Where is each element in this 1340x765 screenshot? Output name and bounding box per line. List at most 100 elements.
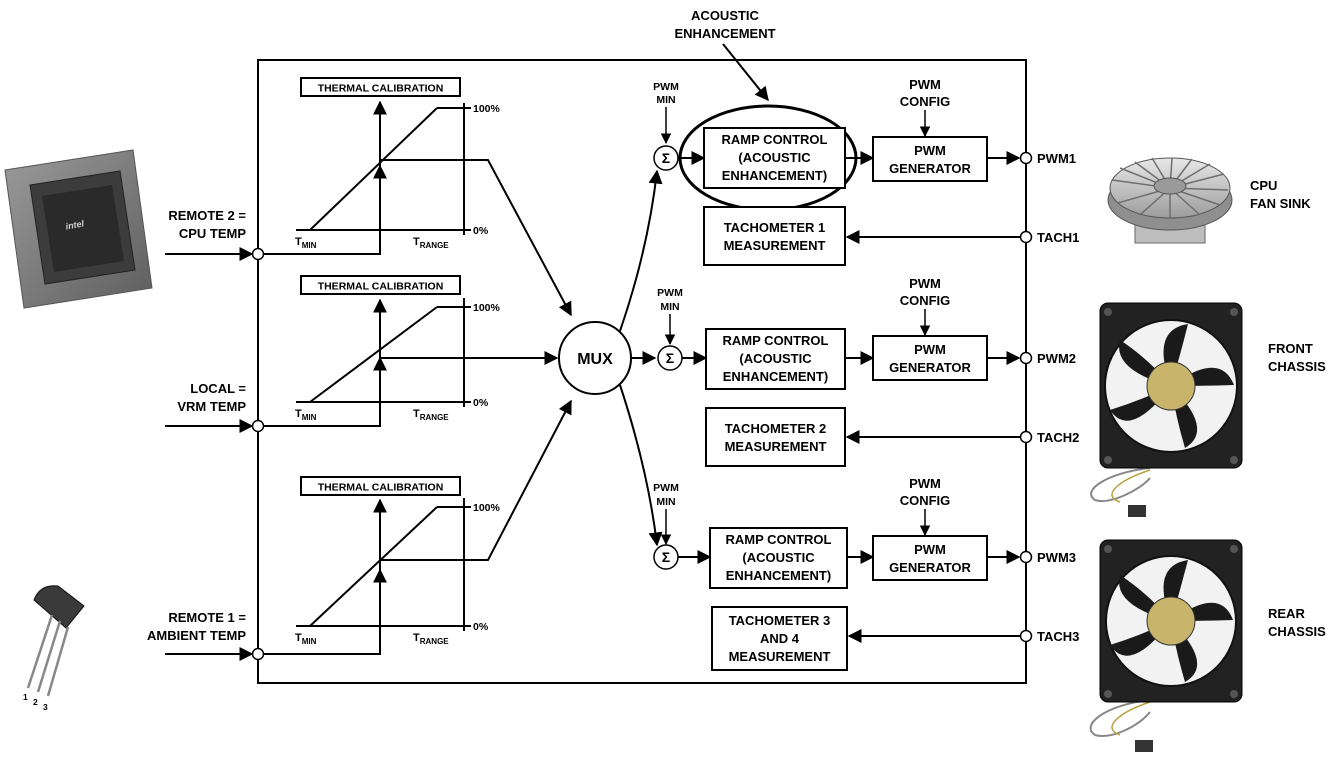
pwm-pin (1019, 151, 1033, 165)
sensor-pin-3: 3 (43, 702, 48, 712)
trange-label: TRANGE (413, 236, 449, 250)
acoustic-label-line1: ACOUSTIC (691, 8, 760, 23)
sensor-pin-2: 2 (33, 697, 38, 707)
ramp-control-line2: (ACOUSTIC (742, 550, 815, 565)
ramp-control-line1: RAMP CONTROL (722, 132, 828, 147)
channel-1: PWM MIN Σ RAMP CONTROL (ACOUSTIC ENHANCE… (653, 77, 1079, 266)
pwm-config-line1: PWM (909, 77, 941, 92)
input-label-line2: AMBIENT TEMP (147, 628, 246, 643)
trange-label: TRANGE (413, 632, 449, 646)
front-chassis-fan-image (1090, 302, 1243, 517)
ramp-control-line2: (ACOUSTIC (739, 351, 812, 366)
ramp-control-line1: RAMP CONTROL (723, 333, 829, 348)
thermal-calibration-3: THERMAL CALIBRATION 100% 0% TMIN TRANGE (295, 476, 501, 646)
input-label-line1: REMOTE 1 = (168, 610, 246, 625)
tach-pin (1019, 430, 1033, 444)
calibration3-to-mux (380, 399, 572, 561)
calibration-ramp-line (309, 107, 438, 231)
pwm-min-line1: PWM (653, 482, 679, 494)
input-label-line2: VRM TEMP (177, 399, 246, 414)
pct-low-label: 0% (473, 225, 489, 237)
tach-pin-label: TACH1 (1037, 230, 1079, 245)
pwm-pin (1019, 550, 1033, 564)
pwm-generator-line2: GENERATOR (889, 560, 971, 575)
pwm-min-line2: MIN (660, 301, 679, 313)
tmin-label: TMIN (295, 632, 317, 646)
tach-pin-label: TACH2 (1037, 430, 1079, 445)
tmin-label: TMIN (295, 408, 317, 422)
tachometer-box (705, 407, 846, 467)
chip-outline (257, 59, 1027, 684)
thermal-calibration-title-box (300, 275, 461, 295)
tachometer-box (703, 206, 846, 266)
thermal-calibration-title: THERMAL CALIBRATION (318, 83, 444, 95)
pct-high-label: 100% (473, 302, 501, 314)
sigma-symbol: Σ (662, 549, 670, 565)
ramp-control-line1: RAMP CONTROL (726, 532, 832, 547)
tmin-label: TMIN (295, 236, 317, 250)
cpu-fan-label-line1: CPU (1250, 178, 1277, 193)
pwm-config-line2: CONFIG (900, 293, 951, 308)
pwm-generator-box (872, 335, 988, 381)
input-to-calibration (264, 568, 387, 655)
pwm-config-line2: CONFIG (900, 94, 951, 109)
channel-3: PWM MIN Σ RAMP CONTROL (ACOUSTIC ENHANCE… (653, 476, 1079, 671)
ramp-control-box (705, 328, 846, 390)
thermal-calibration-title: THERMAL CALIBRATION (318, 281, 444, 293)
pwm-config-line1: PWM (909, 276, 941, 291)
sigma-symbol: Σ (662, 150, 670, 166)
input-remote1: REMOTE 1 = AMBIENT TEMP (147, 568, 387, 661)
thermal-calibration-1: THERMAL CALIBRATION 100% 0% TMIN TRANGE (295, 77, 501, 250)
ramp-control-line3: ENHANCEMENT) (722, 168, 827, 183)
tachometer-line1: TACHOMETER 1 (724, 220, 826, 235)
pwm-generator-line1: PWM (914, 342, 946, 357)
pwm-config-line2: CONFIG (900, 493, 951, 508)
tachometer-line3: MEASUREMENT (729, 649, 831, 664)
acoustic-callout-arrow (722, 43, 769, 102)
sensor-pin-1: 1 (23, 692, 28, 702)
pwm-min-line2: MIN (656, 94, 675, 106)
ramp-control-box (703, 127, 846, 189)
pwm-generator-line1: PWM (914, 542, 946, 557)
input-to-calibration (264, 356, 387, 427)
rear-fan-label-line1: REAR (1268, 606, 1305, 621)
ramp-control-line3: ENHANCEMENT) (723, 369, 828, 384)
pwm-config-line1: PWM (909, 476, 941, 491)
thermal-calibration-2: THERMAL CALIBRATION 100% 0% TMIN TRANGE (295, 275, 501, 422)
channel-2: PWM MIN Σ RAMP CONTROL (ACOUSTIC ENHANCE… (657, 276, 1079, 467)
calibration-ramp-line (309, 506, 438, 627)
ramp-control-line2: (ACOUSTIC (738, 150, 811, 165)
mux-to-sum1 (619, 169, 663, 332)
pct-low-label: 0% (473, 621, 489, 633)
tach-pin (1019, 230, 1033, 244)
mux-to-sum3 (619, 384, 663, 547)
pwm-min-line2: MIN (656, 496, 675, 508)
pct-high-label: 100% (473, 103, 501, 115)
input-label-line1: LOCAL = (190, 381, 246, 396)
pwm-min-line1: PWM (653, 81, 679, 93)
pwm-generator-box (872, 535, 988, 581)
cpu-fan-label-line2: FAN SINK (1250, 196, 1311, 211)
input-label-line1: REMOTE 2 = (168, 208, 246, 223)
cpu-fan-sink-image (1107, 157, 1233, 244)
tachometer-line1: TACHOMETER 2 (725, 421, 827, 436)
input-label-line2: CPU TEMP (179, 226, 247, 241)
svg-text:intel: intel (65, 218, 85, 231)
pwm-generator-box (872, 136, 988, 182)
input-pin (251, 419, 265, 433)
sigma-symbol: Σ (666, 350, 674, 366)
pwm-pin-label: PWM3 (1037, 550, 1076, 565)
trange-label: TRANGE (413, 408, 449, 422)
pct-high-label: 100% (473, 502, 501, 514)
ramp-control-box (709, 527, 848, 589)
input-remote2: REMOTE 2 = CPU TEMP (165, 164, 387, 261)
tach-pin (1019, 629, 1033, 643)
tachometer-box (711, 606, 848, 671)
pwm-pin-label: PWM2 (1037, 351, 1076, 366)
input-local: LOCAL = VRM TEMP (165, 356, 387, 433)
front-fan-label-line1: FRONT (1268, 341, 1313, 356)
tachometer-line1: TACHOMETER 3 (729, 613, 831, 628)
pwm-pin (1019, 351, 1033, 365)
thermal-calibration-title-box (300, 77, 461, 97)
calibration-ramp-line (309, 306, 438, 403)
